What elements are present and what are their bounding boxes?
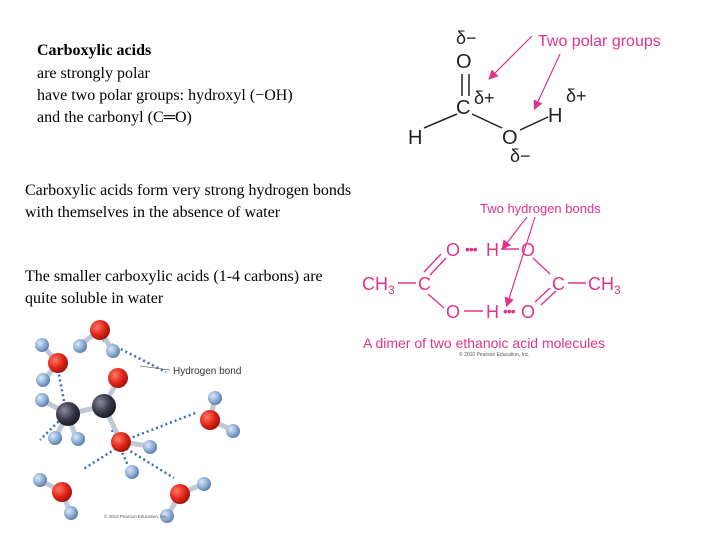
- right-carbon: C: [552, 274, 565, 294]
- polar-text-line-1: are strongly polar: [37, 65, 150, 82]
- oxygen-atom: [200, 410, 220, 430]
- delta-plus-carbon: δ+: [474, 88, 495, 108]
- atom-c: C: [456, 97, 470, 119]
- bond-o-h: [519, 116, 549, 131]
- left-double-bond-b: [429, 257, 447, 276]
- hydrogen-atom: [35, 393, 49, 407]
- heading-carboxylic-acids: Carboxylic acids: [37, 42, 152, 59]
- hydrogen-atom: [208, 391, 222, 405]
- dimer-diagram: Two hydrogen bonds CH3 C O O ••• H O H •…: [362, 201, 621, 358]
- hydrogen-atom: [36, 373, 50, 387]
- hbond-dots-top: •••: [465, 241, 478, 257]
- polar-text-line-2: have two polar groups: hydroxyl (−OH): [37, 87, 293, 104]
- oxygen-atom: [170, 484, 190, 504]
- hydrogen-atom: [160, 509, 174, 523]
- carbon-atom: [56, 402, 80, 426]
- oxygen-atom: [48, 353, 68, 373]
- oxygen-atom: [108, 368, 128, 388]
- hydrogen-atom: [71, 432, 85, 446]
- arrow-to-carbonyl: [488, 35, 533, 80]
- bond-c-o: [471, 113, 503, 129]
- h-top: H: [486, 240, 499, 260]
- delta-plus-hydrogen: δ+: [566, 86, 587, 106]
- delta-minus-bottom: δ−: [510, 146, 531, 166]
- right-single-bond: [532, 257, 551, 275]
- right-ch3: CH3: [588, 274, 621, 297]
- two-polar-groups-label: Two polar groups: [538, 33, 661, 50]
- oxygen-atom: [52, 482, 72, 502]
- hbond-dots-bottom: •••: [503, 303, 516, 319]
- left-o-bottom: O: [446, 302, 460, 322]
- right-o-top: O: [521, 240, 535, 260]
- hydrogen-bond-label: Hydrogen bond: [173, 366, 241, 377]
- dimer-copyright: © 2010 Pearson Education, Inc.: [459, 351, 530, 358]
- model-copyright: © 2013 Pearson Education, Inc.: [104, 513, 168, 519]
- left-carbon: C: [418, 274, 431, 294]
- right-double-bond-a: [540, 290, 557, 306]
- water-hbond-model: Hydrogen bond: [33, 320, 241, 523]
- two-hydrogen-bonds-label: Two hydrogen bonds: [480, 201, 601, 216]
- hbond-text-line-1: Carboxylic acids form very strong hydrog…: [25, 182, 352, 199]
- hbond-text-line-2: with themselves in the absence of water: [25, 204, 281, 221]
- right-o-bottom: O: [521, 302, 535, 322]
- solubility-text-line-1: The smaller carboxylic acids (1-4 carbon…: [25, 268, 323, 285]
- atom-o-hydroxyl: O: [502, 127, 518, 149]
- h-bottom: H: [486, 302, 499, 322]
- left-double-bond-a: [423, 253, 442, 273]
- oxygen-atom: [111, 432, 131, 452]
- hydrogen-atom: [125, 465, 139, 479]
- left-ch3: CH3: [362, 274, 395, 297]
- hydrogen-atom: [35, 338, 49, 352]
- hydrogen-atom: [106, 344, 120, 358]
- hydrogen-atom: [226, 424, 240, 438]
- atom-h-left: H: [408, 127, 422, 149]
- atom-o-carbonyl: O: [456, 51, 472, 73]
- dimer-caption: A dimer of two ethanoic acid molecules: [363, 335, 605, 351]
- hydrogen-atom: [64, 506, 78, 520]
- arrow-to-bottom-hbond: [504, 216, 536, 308]
- right-double-bond-b: [534, 287, 551, 303]
- atom-h-right: H: [548, 105, 562, 127]
- left-single-bond: [427, 293, 445, 309]
- hydrogen-bond-leader: [139, 365, 171, 371]
- oxygen-atom: [90, 320, 110, 340]
- hydrogen-atom: [33, 473, 47, 487]
- polar-groups-diagram: δ− O C δ+ H O H δ+ δ− Two polar groups: [408, 28, 661, 166]
- hydrogen-atom: [197, 477, 211, 491]
- polar-text-line-3: and the carbonyl (C═O): [37, 109, 192, 126]
- arrow-to-hydroxyl: [533, 53, 561, 111]
- carbon-atom: [92, 394, 116, 418]
- hydrogen-atom: [48, 431, 62, 445]
- left-o-top: O: [446, 240, 460, 260]
- bond-c-h: [423, 113, 458, 129]
- hydrogen-atom: [73, 339, 87, 353]
- arrow-to-top-hbond: [501, 216, 528, 250]
- solubility-text-line-2: quite soluble in water: [25, 290, 164, 307]
- delta-minus-top: δ−: [456, 28, 477, 48]
- hydrogen-atom: [143, 440, 157, 454]
